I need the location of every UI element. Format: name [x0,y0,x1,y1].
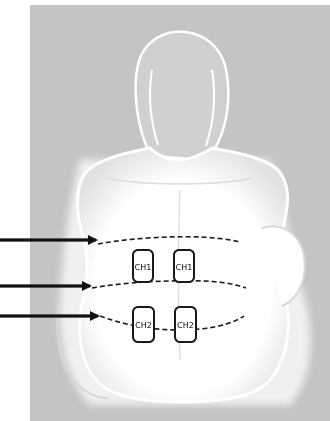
electrode-pad-ch2-left: CH2 [133,307,154,342]
pad-label: CH1 [135,263,152,272]
electrode-pad-ch1-left: CH1 [133,250,153,282]
pad-label: CH2 [135,321,152,330]
pad-label: CH2 [177,321,194,330]
pad-label: CH1 [176,263,193,272]
electrode-pad-ch2-right: CH2 [175,307,196,342]
electrode-pad-ch1-right: CH1 [174,250,194,282]
